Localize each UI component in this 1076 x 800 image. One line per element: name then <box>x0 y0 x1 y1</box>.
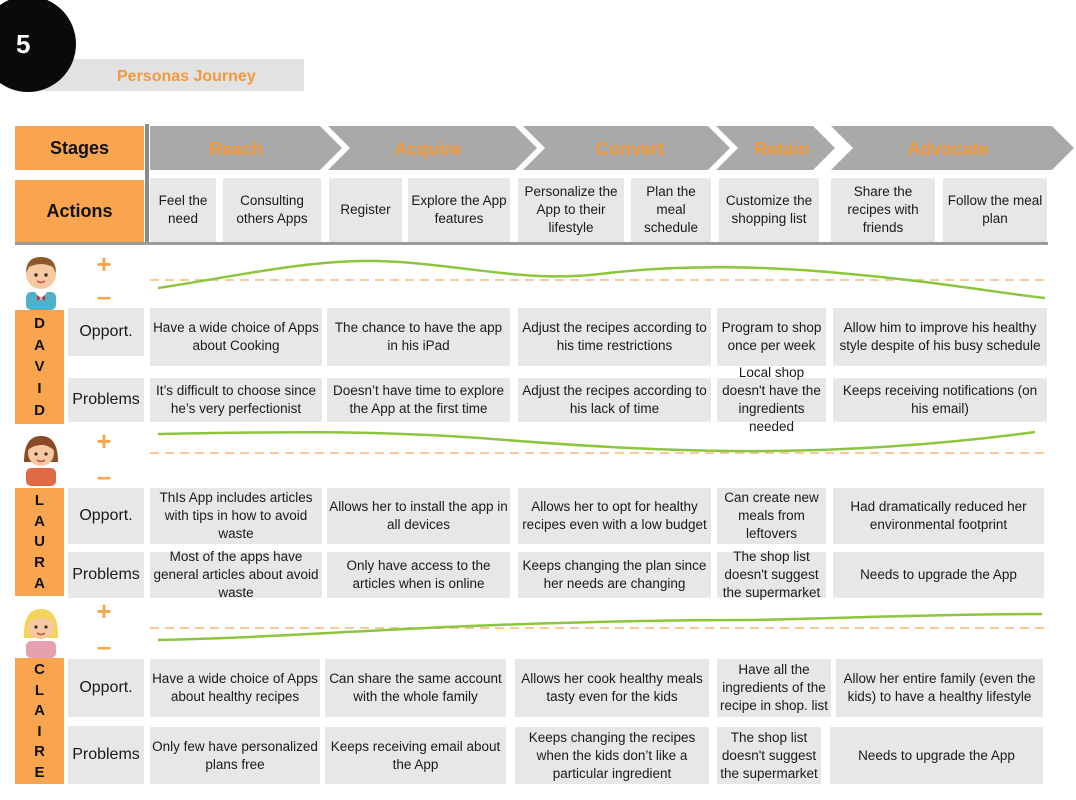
persona-name-claire: C L A I R E <box>15 658 64 784</box>
david-opportunity-advocate: Allow him to improve his healthy style d… <box>833 308 1047 366</box>
stage-arrow-acquire <box>328 126 537 170</box>
david-problem-convert: Adjust the recipes according to his lack… <box>518 378 711 422</box>
action-explore-features: Explore the App features <box>408 178 510 242</box>
david-opport-label: Opport. <box>68 308 144 356</box>
stage-label-convert: Convert <box>596 139 664 159</box>
action-plan-meal: Plan the meal schedule <box>631 178 711 242</box>
header-divider <box>145 124 149 244</box>
action-personalize: Personalize the App to their lifestyle <box>518 178 624 242</box>
claire-problem-advocate: Needs to upgrade the App <box>830 727 1043 784</box>
claire-plus-sign: + <box>96 596 112 626</box>
claire-emotion-curve <box>150 612 1050 642</box>
laura-problem-convert: Keeps changing the plan since her needs … <box>518 552 711 598</box>
avatar-laura <box>24 436 58 486</box>
stage-label-reach: Reach <box>209 139 263 159</box>
laura-problem-acquire: Only have access to the articles when is… <box>327 552 510 598</box>
david-problems-label: Problems <box>68 378 144 422</box>
claire-minus-sign: – <box>96 631 112 661</box>
claire-opportunity-convert: Allows her cook healthy meals tasty even… <box>515 659 709 717</box>
laura-problem-advocate: Needs to upgrade the App <box>833 552 1044 598</box>
stage-label-advocate: Advocate <box>907 139 988 159</box>
claire-opportunity-acquire: Can share the same account with the whol… <box>325 659 506 717</box>
action-share-recipes: Share the recipes with friends <box>831 178 935 242</box>
action-feel-need: Feel the need <box>150 178 216 242</box>
stages-header: Stages <box>15 126 144 170</box>
laura-opport-label: Opport. <box>68 488 144 544</box>
claire-opportunity-advocate: Allow her entire family (even the kids) … <box>836 659 1043 717</box>
claire-problems-label: Problems <box>68 726 144 784</box>
laura-problem-reach: Most of the apps have general articles a… <box>150 549 322 600</box>
actions-header: Actions <box>15 180 144 242</box>
david-problem-retain: Local shop doesn't have the ingredients … <box>717 365 826 434</box>
claire-problem-convert: Keeps changing the recipes when the kids… <box>515 727 709 784</box>
laura-opportunity-advocate: Had dramatically reduced her environment… <box>833 488 1044 544</box>
action-follow-plan: Follow the meal plan <box>943 178 1047 242</box>
avatar-david <box>26 257 56 310</box>
stage-arrow-convert <box>523 126 730 170</box>
laura-minus-sign: – <box>96 461 112 491</box>
persona-name-laura: L A U R A <box>15 488 64 596</box>
laura-opportunity-retain: Can create new meals from leftovers <box>717 488 826 544</box>
action-consulting-apps: Consulting others Apps <box>223 178 321 242</box>
stage-label-retain: Retain <box>754 139 809 159</box>
david-opportunity-convert: Adjust the recipes according to his time… <box>518 308 711 366</box>
avatar-claire <box>23 609 59 658</box>
action-register: Register <box>329 178 402 242</box>
claire-opportunity-reach: Have a wide choice of Apps about healthy… <box>150 659 320 717</box>
claire-problem-reach: Only few have personalized plans free <box>150 727 320 784</box>
david-plus-sign: + <box>96 249 112 279</box>
claire-problem-acquire: Keeps receiving email about the App <box>325 727 506 784</box>
stage-arrow-reach <box>150 126 342 170</box>
claire-opport-label: Opport. <box>68 659 144 717</box>
laura-plus-sign: + <box>96 426 112 456</box>
claire-opportunity-retain: Have all the ingredients of the recipe i… <box>717 659 831 717</box>
david-opportunity-reach: Have a wide choice of Apps about Cooking <box>150 308 322 366</box>
laura-problem-retain: The shop list doesn't suggest the superm… <box>717 549 826 600</box>
david-emotion-curve <box>150 259 1050 300</box>
david-minus-sign: – <box>96 281 112 311</box>
laura-opportunity-convert: Allows her to opt for healthy recipes ev… <box>518 488 711 544</box>
action-customize-list: Customize the shopping list <box>719 178 819 242</box>
actions-underline <box>15 242 1048 245</box>
david-problem-acquire: Doesn’t have time to explore the App at … <box>327 378 510 422</box>
laura-problems-label: Problems <box>68 552 144 598</box>
stage-arrow-retain <box>716 126 835 170</box>
persona-name-david: D A V I D <box>15 310 64 424</box>
david-opportunity-acquire: The chance to have the app in his iPad <box>327 308 510 366</box>
laura-opportunity-acquire: Allows her to install the app in all dev… <box>327 488 510 544</box>
claire-problem-retain: The shop list doesn't suggest the superm… <box>717 727 821 784</box>
david-opportunity-retain: Program to shop once per week <box>717 308 826 366</box>
laura-opportunity-reach: ThIs App includes articles with tips in … <box>150 488 322 544</box>
page-title: Personas Journey <box>28 59 304 91</box>
david-problem-reach: It’s difficult to choose since he’s very… <box>150 378 322 422</box>
david-problem-advocate: Keeps receiving notifications (on his em… <box>833 378 1047 422</box>
stage-arrow-advocate <box>831 126 1074 170</box>
stages-arrows: Reach Acquire Convert Retain Advocate <box>150 126 1074 170</box>
laura-emotion-curve <box>150 430 1050 454</box>
stage-label-acquire: Acquire <box>394 139 461 159</box>
